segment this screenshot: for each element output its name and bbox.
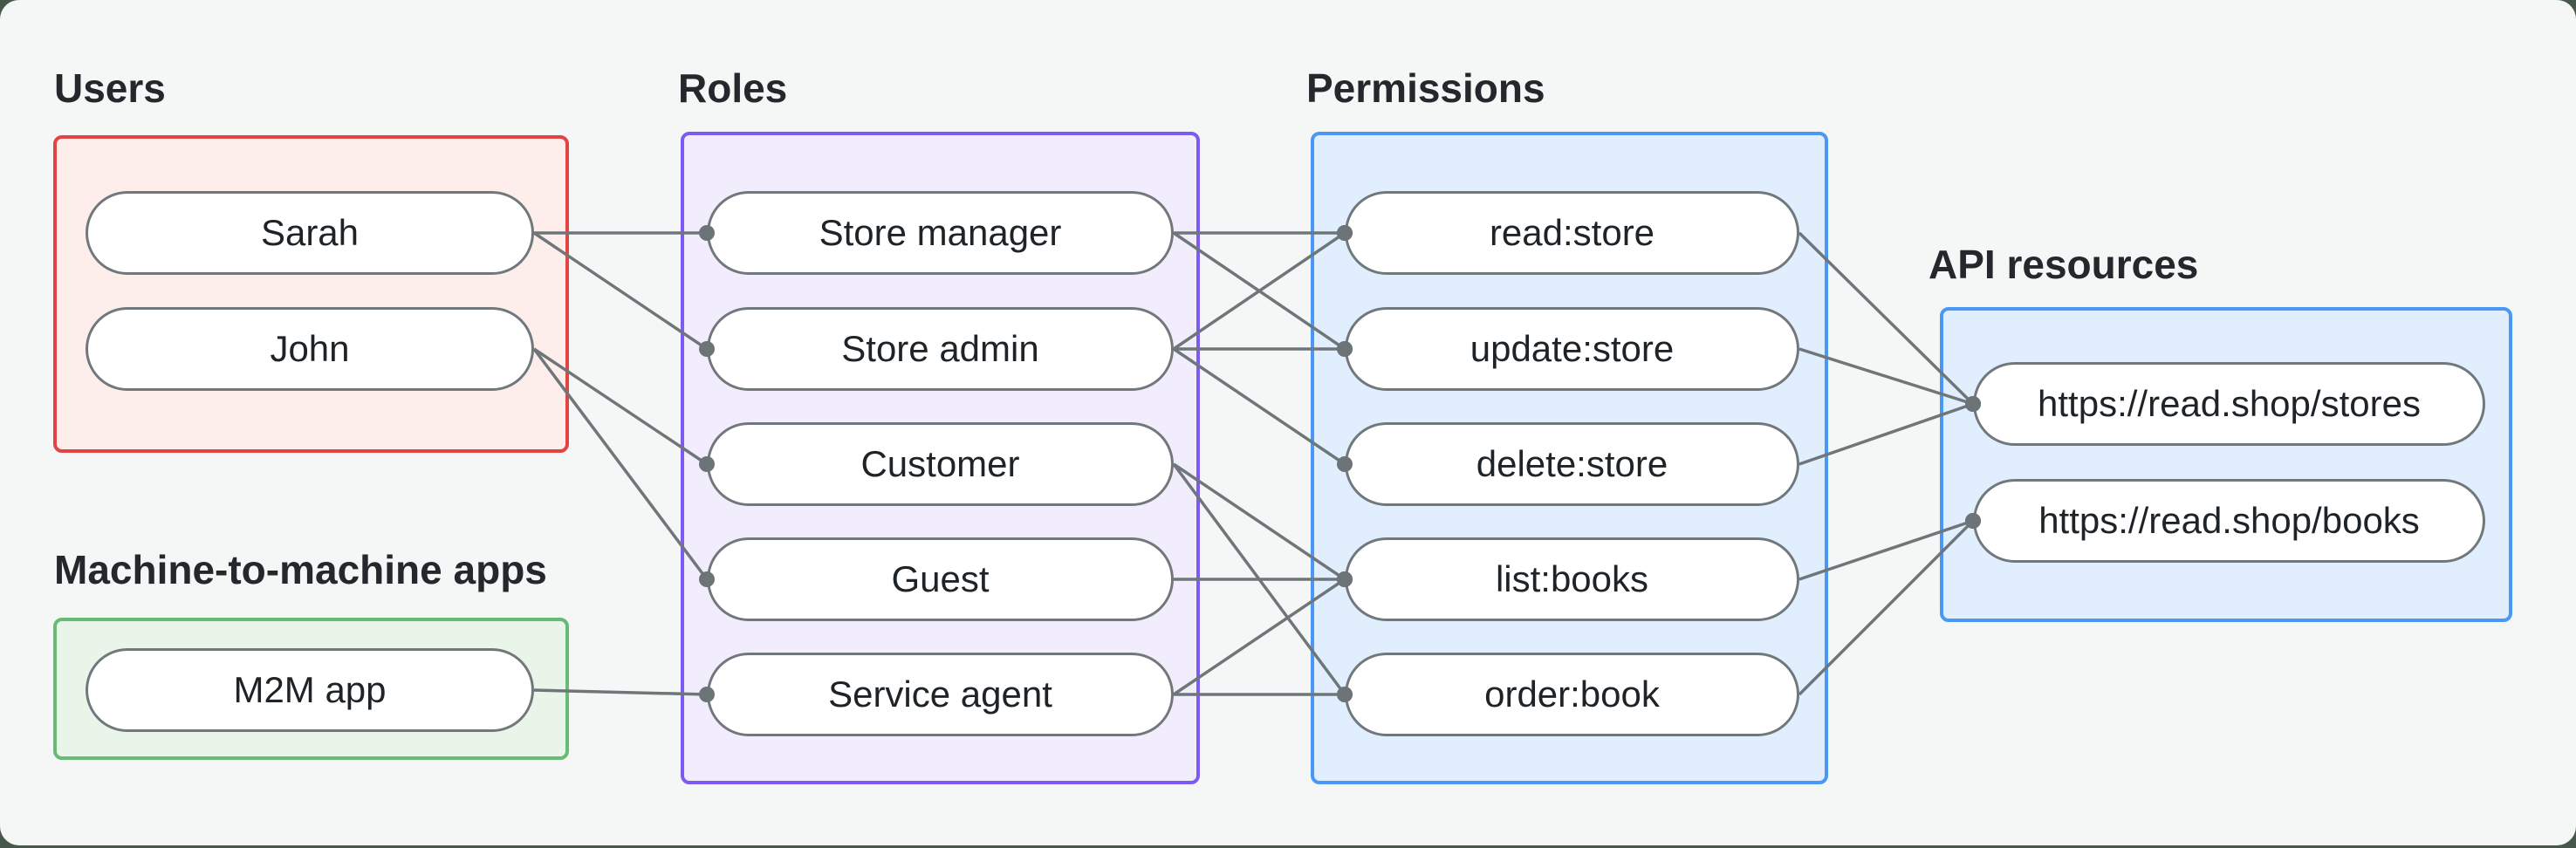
node-list-books: list:books (1345, 537, 1799, 621)
api-resources-group-label: API resources (1929, 242, 2199, 287)
node-order-book: order:book (1345, 653, 1799, 736)
node-sarah: Sarah (86, 191, 534, 275)
node-store-admin: Store admin (707, 307, 1174, 391)
node-read-store: read:store (1345, 191, 1799, 275)
node-m2m-app: M2M app (86, 648, 534, 732)
m2m-group-label: Machine-to-machine apps (54, 547, 547, 592)
users-group-label: Users (54, 65, 166, 111)
permissions-group-label: Permissions (1306, 65, 1545, 111)
node-service-agent: Service agent (707, 653, 1174, 736)
node-stores-api: https://read.shop/stores (1973, 362, 2485, 446)
node-john: John (86, 307, 534, 391)
node-books-api: https://read.shop/books (1973, 479, 2485, 563)
roles-group-label: Roles (678, 65, 788, 111)
node-delete-store: delete:store (1345, 422, 1799, 506)
api-resources-group-box (1940, 307, 2512, 622)
node-store-manager: Store manager (707, 191, 1174, 275)
users-group-box (53, 135, 569, 453)
node-guest: Guest (707, 537, 1174, 621)
node-customer: Customer (707, 422, 1174, 506)
node-update-store: update:store (1345, 307, 1799, 391)
